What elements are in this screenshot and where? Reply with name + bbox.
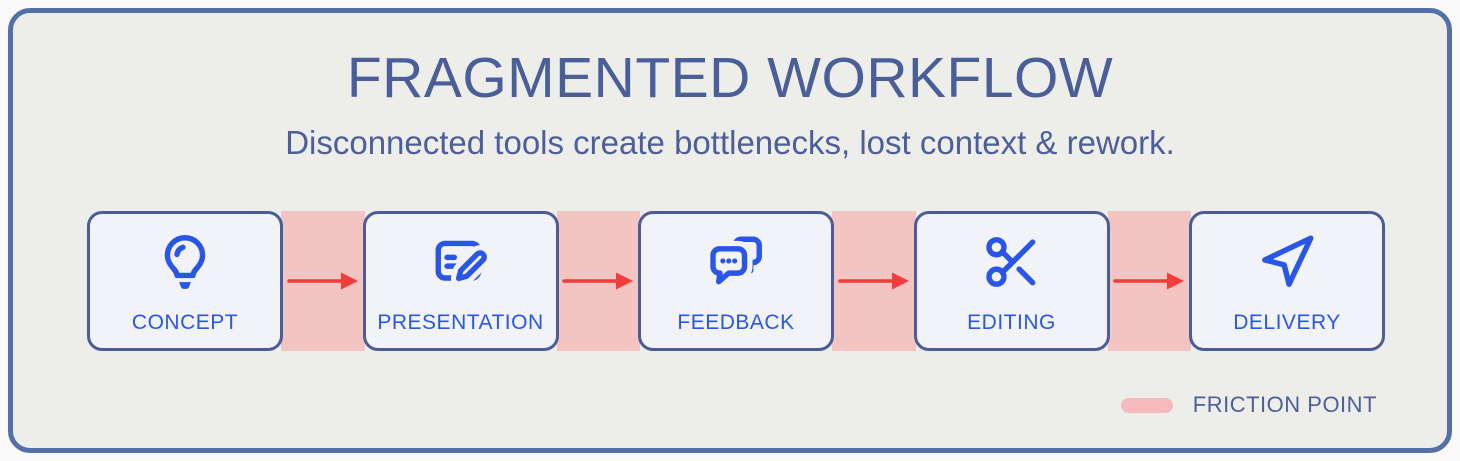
chat-bubbles-icon <box>704 236 762 290</box>
paper-plane-icon <box>1262 235 1314 287</box>
lightbulb-icon <box>164 235 206 289</box>
friction-zone <box>556 211 640 351</box>
right-arrow-icon <box>837 272 909 290</box>
workflow-diagram: CONCEPT PRESENTATION <box>87 211 1385 351</box>
workflow-card: FRAGMENTED WORKFLOW Disconnected tools c… <box>8 8 1452 453</box>
stage-label: EDITING <box>967 311 1056 334</box>
stage-label: CONCEPT <box>131 311 239 334</box>
legend: FRICTION POINT <box>1120 390 1377 420</box>
page-title: FRAGMENTED WORKFLOW <box>346 46 1114 110</box>
stage-box-feedback: FEEDBACK <box>638 211 834 351</box>
stage-label: DELIVERY <box>1233 311 1341 334</box>
right-arrow-icon <box>562 272 634 290</box>
document-edit-icon <box>435 240 492 287</box>
friction-zone <box>1107 211 1191 351</box>
right-arrow-icon <box>286 272 358 290</box>
scissors-icon <box>985 237 1035 287</box>
stage-box-delivery: DELIVERY <box>1189 211 1385 351</box>
stage-label: PRESENTATION <box>377 311 544 334</box>
legend-label: FRICTION POINT <box>1192 392 1377 417</box>
stage-box-presentation: PRESENTATION <box>362 211 559 351</box>
stage-box-editing: EDITING <box>913 211 1110 351</box>
stage-box-concept: CONCEPT <box>87 211 283 351</box>
friction-point-swatch <box>1120 397 1173 413</box>
page-subtitle: Disconnected tools create bottlenecks, l… <box>285 124 1175 161</box>
stage-label: FEEDBACK <box>677 311 795 334</box>
right-arrow-icon <box>1113 272 1185 290</box>
friction-zone <box>281 211 365 351</box>
friction-zone <box>832 211 916 351</box>
